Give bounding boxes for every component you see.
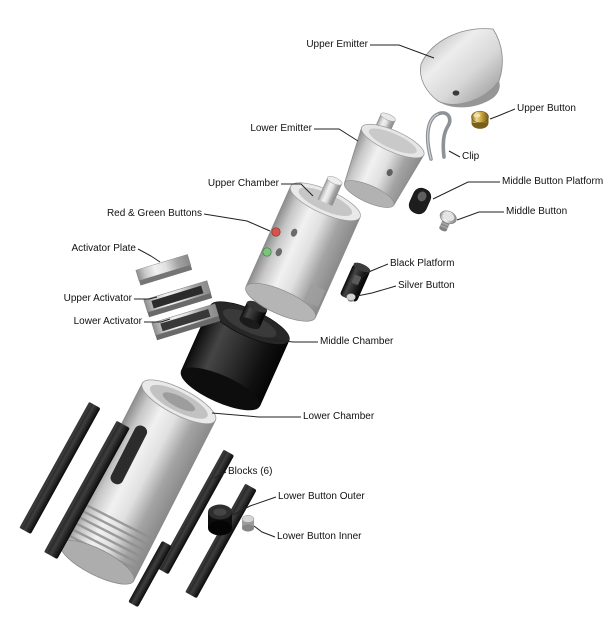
label-middle-chamber: Middle Chamber (320, 336, 394, 347)
leader-silver-button (356, 285, 397, 297)
lower-button-outer-part (208, 504, 232, 536)
silver-button-part (346, 293, 356, 302)
blocks-part (19, 401, 257, 607)
lower-chamber-part (59, 379, 217, 585)
label-blocks: Blocks (6) (228, 466, 273, 477)
label-red-green-buttons: Red & Green Buttons (106, 208, 202, 219)
label-lower-emitter: Lower Emitter (250, 123, 312, 134)
block-part (157, 449, 234, 574)
upper-activator-part (143, 280, 213, 318)
leader-upper-activator (134, 296, 158, 300)
middle-button-part (439, 210, 457, 232)
label-lower-button-outer: Lower Button Outer (278, 491, 365, 502)
leader-middle-button (456, 211, 504, 221)
leader-middle-chamber (266, 338, 318, 343)
activator-plate-part (135, 254, 193, 286)
red-button (271, 227, 281, 237)
block-part (19, 401, 100, 534)
leader-lower-button-inner (253, 525, 276, 538)
upper-emitter-part (419, 28, 503, 108)
leader-lower-chamber (211, 412, 301, 418)
lower-activator-part (151, 303, 221, 341)
label-clip: Clip (462, 151, 480, 162)
label-middle-button-platform: Middle Button Platform (502, 176, 604, 187)
leader-blocks (213, 471, 227, 479)
middle-button-platform-part (408, 187, 432, 215)
leader-black-platform (361, 263, 389, 278)
label-black-platform: Black Platform (390, 258, 455, 269)
leader-upper-chamber (281, 183, 314, 197)
label-upper-emitter: Upper Emitter (306, 39, 368, 50)
label-upper-activator: Upper Activator (63, 293, 132, 304)
leader-lower-emitter (314, 128, 359, 142)
block-part (44, 420, 130, 559)
label-upper-button: Upper Button (517, 103, 576, 114)
label-lower-activator: Lower Activator (73, 316, 142, 327)
label-lower-chamber: Lower Chamber (303, 411, 375, 422)
label-silver-button: Silver Button (398, 280, 455, 291)
label-upper-chamber: Upper Chamber (207, 178, 279, 189)
green-button (262, 247, 272, 257)
leader-red-green-buttons (203, 213, 271, 232)
leader-clip (448, 150, 461, 158)
leader-upper-button (489, 108, 516, 120)
block-part (128, 541, 172, 607)
leader-activator-plate (137, 248, 161, 263)
leader-upper-emitter (370, 44, 435, 59)
label-activator-plate: Activator Plate (71, 243, 136, 254)
lower-emitter-part (343, 112, 425, 208)
middle-chamber-part (180, 300, 290, 411)
label-middle-button: Middle Button (506, 206, 568, 217)
block-part (185, 483, 257, 598)
leader-lower-button-outer (232, 496, 277, 516)
upper-chamber-part (245, 176, 361, 322)
red-green-buttons-part (262, 227, 281, 257)
leader-lines (134, 44, 516, 538)
clip-part (425, 111, 452, 161)
black-platform-part (340, 262, 371, 302)
lower-button-inner-part (241, 515, 255, 532)
label-lower-button-inner: Lower Button Inner (277, 531, 362, 542)
leader-lower-activator (144, 318, 171, 323)
leader-middle-button-platform (432, 181, 500, 200)
upper-button-part (471, 110, 489, 129)
